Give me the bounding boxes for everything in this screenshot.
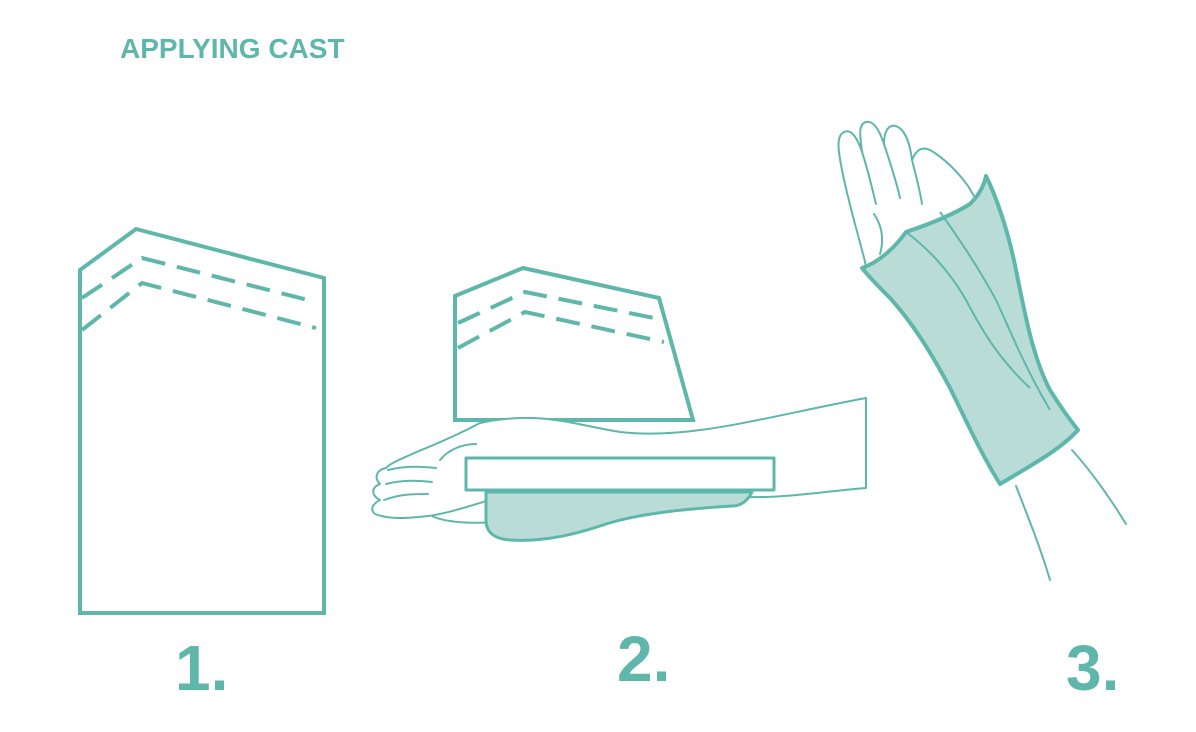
step2-cast-sheet <box>455 268 693 420</box>
step1-cast-sheet <box>80 229 324 613</box>
step-number-3: 3. <box>1066 636 1119 700</box>
step3-arm-lines <box>1016 450 1126 580</box>
step-number-2: 2. <box>617 627 670 691</box>
step-number-1: 1. <box>175 636 228 700</box>
step2-cast-slab <box>466 458 774 540</box>
